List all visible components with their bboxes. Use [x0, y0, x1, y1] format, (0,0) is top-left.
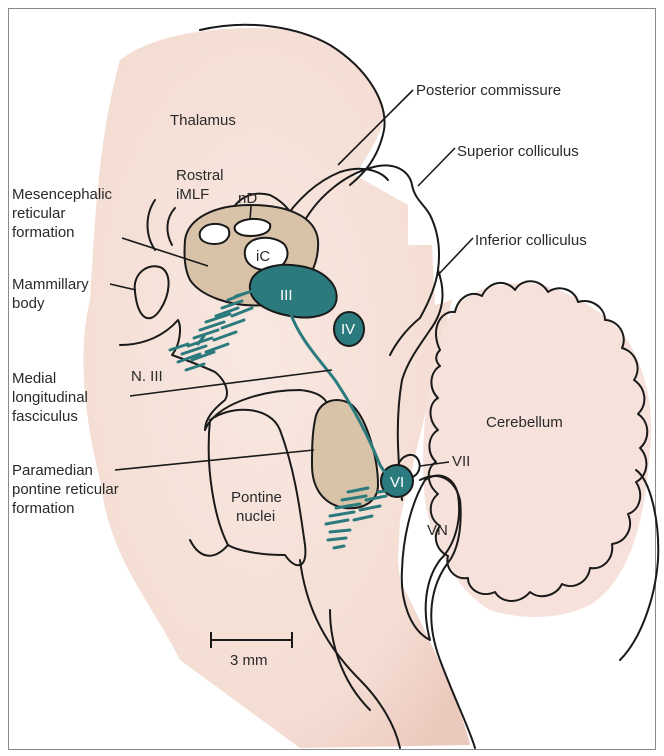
label-cerebellum: Cerebellum: [486, 414, 563, 431]
leader-nd: [250, 206, 251, 220]
label-mesencephalic-3: formation: [12, 224, 75, 241]
rostral-imlf-nucleus: [200, 224, 230, 244]
label-mammillary-2: body: [12, 295, 45, 312]
label-nucleus-iv: IV: [341, 321, 355, 338]
label-vii: VII: [452, 453, 470, 470]
label-pontine-1: Pontine: [231, 489, 282, 506]
leader-inferior-colliculus: [437, 238, 473, 276]
label-paramedian-2: pontine reticular: [12, 481, 119, 498]
label-posterior-commissure: Posterior commissure: [416, 82, 561, 99]
label-ic: iC: [256, 248, 270, 265]
label-scale-bar: 3 mm: [230, 652, 268, 669]
label-nucleus-iii: III: [280, 287, 293, 304]
label-mlf-3: fasciculus: [12, 408, 78, 425]
label-mlf-1: Medial: [12, 370, 56, 387]
label-pontine-2: nuclei: [236, 508, 275, 525]
label-mesencephalic-1: Mesencephalic: [12, 186, 113, 203]
label-inferior-colliculus: Inferior colliculus: [475, 232, 587, 249]
label-mammillary-1: Mammillary: [12, 276, 89, 293]
label-vn: VN: [427, 522, 448, 539]
label-thalamus: Thalamus: [170, 112, 236, 129]
cerebellum-region: [423, 283, 651, 617]
label-paramedian-3: formation: [12, 500, 75, 517]
label-rostral: Rostral: [176, 167, 224, 184]
label-mlf-2: longitudinal: [12, 389, 88, 406]
label-imlf: iMLF: [176, 186, 209, 203]
label-nerve-iii: N. III: [131, 368, 163, 385]
leader-superior-colliculus: [418, 148, 455, 186]
label-nd: nD: [238, 190, 257, 207]
label-mesencephalic-2: reticular: [12, 205, 65, 222]
label-nucleus-vi: VI: [390, 474, 404, 491]
label-paramedian-1: Paramedian: [12, 462, 93, 479]
nd-nucleus: [235, 219, 271, 236]
label-superior-colliculus: Superior colliculus: [457, 143, 579, 160]
